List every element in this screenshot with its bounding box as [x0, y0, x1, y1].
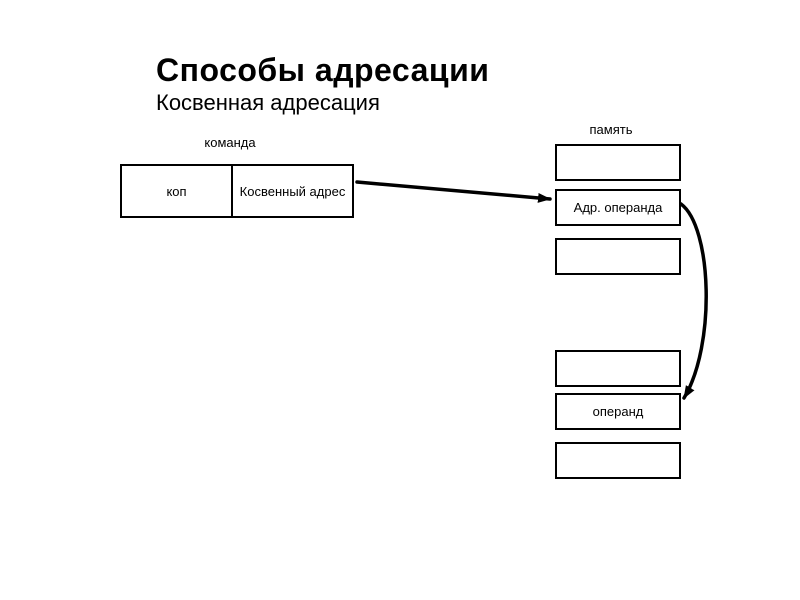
memory-label: память	[589, 122, 633, 137]
command-cell-indirect-address: Косвенный адрес	[239, 183, 346, 199]
arrow-indirect-address-to-operand-address	[355, 180, 552, 203]
memory-cell-4	[555, 350, 681, 387]
command-box: коп Косвенный адрес	[120, 164, 354, 218]
memory-cell-3	[555, 238, 681, 275]
slide-title: Способы адресации	[156, 52, 490, 88]
memory-cell-operand: операнд	[555, 393, 681, 430]
command-label: команда	[204, 135, 256, 150]
memory-cell-6	[555, 442, 681, 479]
arrow-operand-address-to-operand	[679, 202, 708, 400]
memory-cell-1	[555, 144, 681, 181]
slide-subtitle: Косвенная адресация	[156, 90, 380, 115]
memory-cell-operand-address: Адр. операнда	[555, 189, 681, 226]
command-cell-opcode: коп	[122, 166, 233, 216]
